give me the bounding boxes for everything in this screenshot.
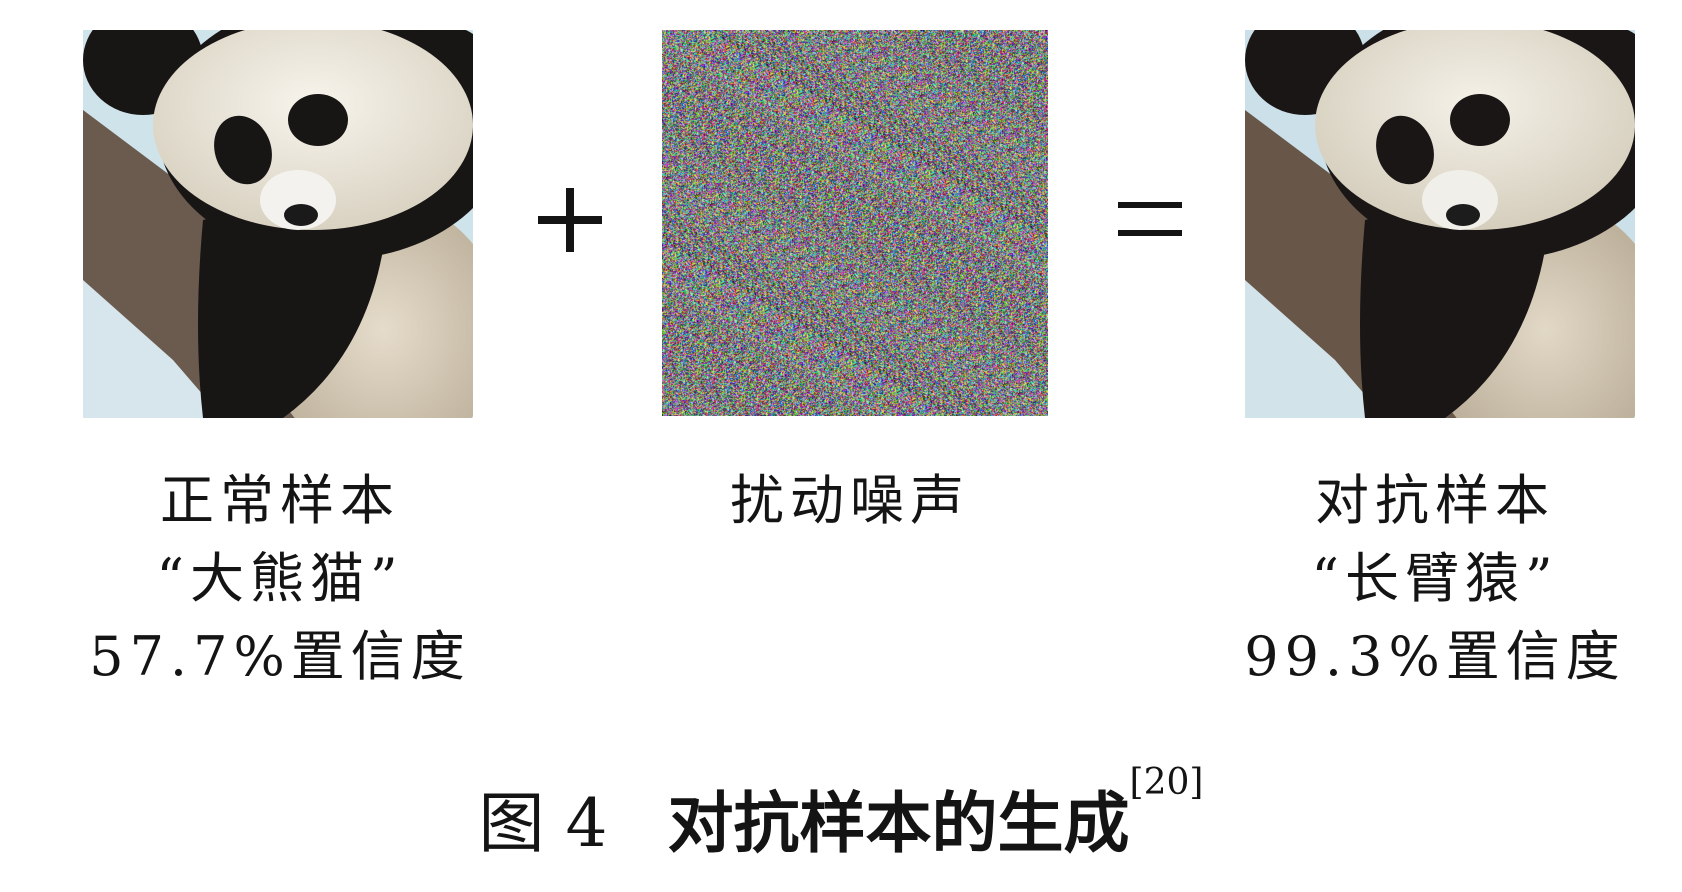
adversarial-class-label: “长臂猿” bbox=[1311, 547, 1559, 610]
original-sample-caption: 正常样本 “大熊猫” 57.7%置信度 bbox=[70, 462, 490, 696]
perturbation-noise-image bbox=[662, 30, 1048, 416]
panda-photo-icon bbox=[83, 30, 473, 418]
adversarial-sample-caption: 对抗样本 “长臂猿” 99.3%置信度 bbox=[1225, 462, 1645, 696]
figure-citation: [20] bbox=[1129, 762, 1204, 803]
original-sample-label: 正常样本 bbox=[160, 469, 400, 532]
plus-icon bbox=[538, 188, 602, 252]
panda-photo-icon bbox=[1245, 30, 1635, 418]
noise-pattern-icon bbox=[662, 30, 1048, 416]
figure-caption: 图 4 对抗样本的生成[20] bbox=[0, 762, 1682, 866]
adversarial-confidence: 99.3%置信度 bbox=[1244, 625, 1626, 688]
original-class-label: “大熊猫” bbox=[156, 547, 404, 610]
original-confidence: 57.7%置信度 bbox=[89, 625, 471, 688]
plus-operator bbox=[530, 180, 610, 260]
adversarial-panda-image bbox=[1245, 30, 1635, 418]
equals-icon bbox=[1118, 202, 1182, 236]
noise-label: 扰动噪声 bbox=[730, 469, 970, 532]
equals-operator bbox=[1110, 180, 1190, 260]
figure-number: 图 4 bbox=[478, 785, 608, 862]
figure-title: 对抗样本的生成 bbox=[667, 785, 1130, 862]
original-panda-image bbox=[83, 30, 473, 418]
noise-caption: 扰动噪声 bbox=[640, 462, 1060, 540]
adversarial-sample-label: 对抗样本 bbox=[1315, 469, 1555, 532]
